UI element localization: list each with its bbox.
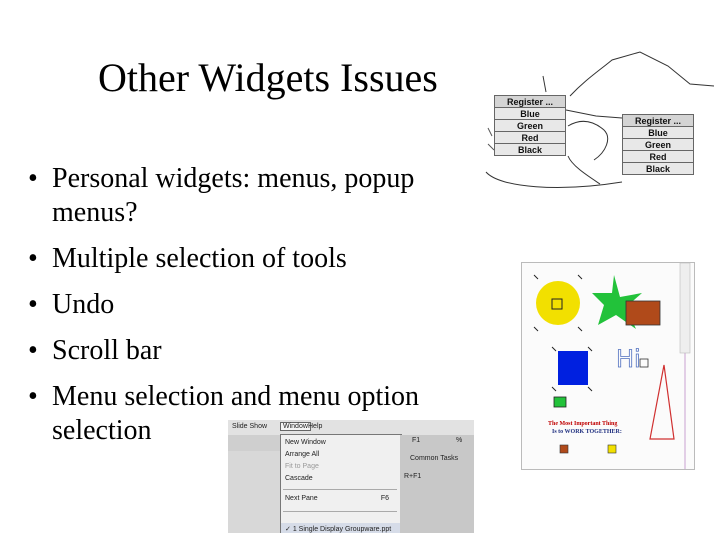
bullet-item: • Menu selection and menu option selecti…: [20, 380, 490, 448]
shortcut-text: R+F1: [404, 473, 422, 480]
common-tasks-button[interactable]: Common Tasks: [410, 455, 459, 462]
menu-item-recent-file[interactable]: ✓ 1 Single Display Groupware.ppt: [285, 525, 391, 533]
bullet-list: • Personal widgets: menus, popup menus? …: [20, 162, 490, 460]
zoom-percent: %: [456, 437, 463, 444]
bullet-text: Personal widgets: menus, popup: [52, 163, 415, 194]
bullet-item: • Multiple selection of tools: [20, 242, 490, 276]
bullet-text: menus?: [52, 197, 138, 228]
bullet-glyph: •: [28, 243, 38, 274]
menu-item-black[interactable]: Black: [494, 143, 566, 156]
menu-selection-highlight: [281, 523, 401, 533]
toolbar-right-panel: F1 % Common Tasks R+F1: [400, 435, 474, 533]
menu-item-shortcut: F6: [380, 495, 389, 502]
hand-stroke-decoration: [485, 51, 715, 188]
menu-item-new-window[interactable]: New Window: [285, 439, 326, 446]
bullet-text: Undo: [52, 289, 115, 320]
brown-rectangle-shape[interactable]: [625, 300, 661, 326]
drawing-caption-2: Is to WORK TOGETHER:: [552, 429, 622, 435]
bullet-text: Scroll bar: [52, 335, 162, 366]
menu-window[interactable]: Window: [280, 422, 311, 431]
drawing-canvas-example: Hi The Most Important Thing Is to WORK T…: [521, 262, 695, 470]
bullet-item: • Undo: [20, 288, 490, 322]
menu-slide-show[interactable]: Slide Show: [232, 423, 268, 430]
bullet-text: Menu selection and menu option: [52, 381, 420, 412]
menu-item-cascade[interactable]: Cascade: [285, 475, 313, 482]
hi-text: Hi: [616, 345, 641, 373]
menu-item-label: 1 Single Display Groupware.ppt: [292, 526, 392, 533]
popup-menu-left: Register ... Blue Green Red Black: [494, 95, 566, 156]
menu-help[interactable]: Help: [308, 423, 323, 430]
window-dropdown-menu: New Window Arrange All Fit to Page Casca…: [280, 434, 402, 533]
menu-item-fit-to-page: Fit to Page: [285, 463, 319, 470]
bullet-glyph: •: [28, 335, 38, 366]
check-icon: ✓: [285, 526, 293, 533]
green-square-shape[interactable]: [553, 396, 567, 408]
bullet-glyph: •: [28, 381, 38, 412]
menu-item-label: Next Pane: [285, 495, 318, 502]
shortcut-text: F1: [412, 437, 421, 444]
menu-item-black[interactable]: Black: [622, 162, 694, 175]
slide-title: Other Widgets Issues: [98, 55, 438, 100]
window-menu-screenshot: Slide Show Window Help New Window Arrang…: [228, 420, 474, 533]
menu-item-arrange-all[interactable]: Arrange All: [285, 451, 320, 458]
menu-separator: [283, 489, 397, 490]
yellow-circle-shape[interactable]: [536, 281, 580, 325]
menu-item-next-pane[interactable]: Next Pane F6: [285, 495, 395, 502]
blue-rectangle-shape[interactable]: [558, 351, 588, 385]
menu-separator: [283, 511, 397, 512]
red-triangle-shape[interactable]: [649, 364, 675, 440]
bullet-glyph: •: [28, 163, 38, 194]
selection-handle-icon[interactable]: [551, 298, 563, 310]
bullet-glyph: •: [28, 289, 38, 320]
popup-menu-right: Register ... Blue Green Red Black: [622, 114, 694, 175]
drawing-caption-1: The Most Important Thing: [548, 421, 617, 427]
bullet-item: • Scroll bar: [20, 334, 490, 368]
bullet-text: selection: [52, 415, 152, 446]
bullet-item: • Personal widgets: menus, popup menus?: [20, 162, 490, 230]
bullet-text: Multiple selection of tools: [52, 243, 347, 274]
